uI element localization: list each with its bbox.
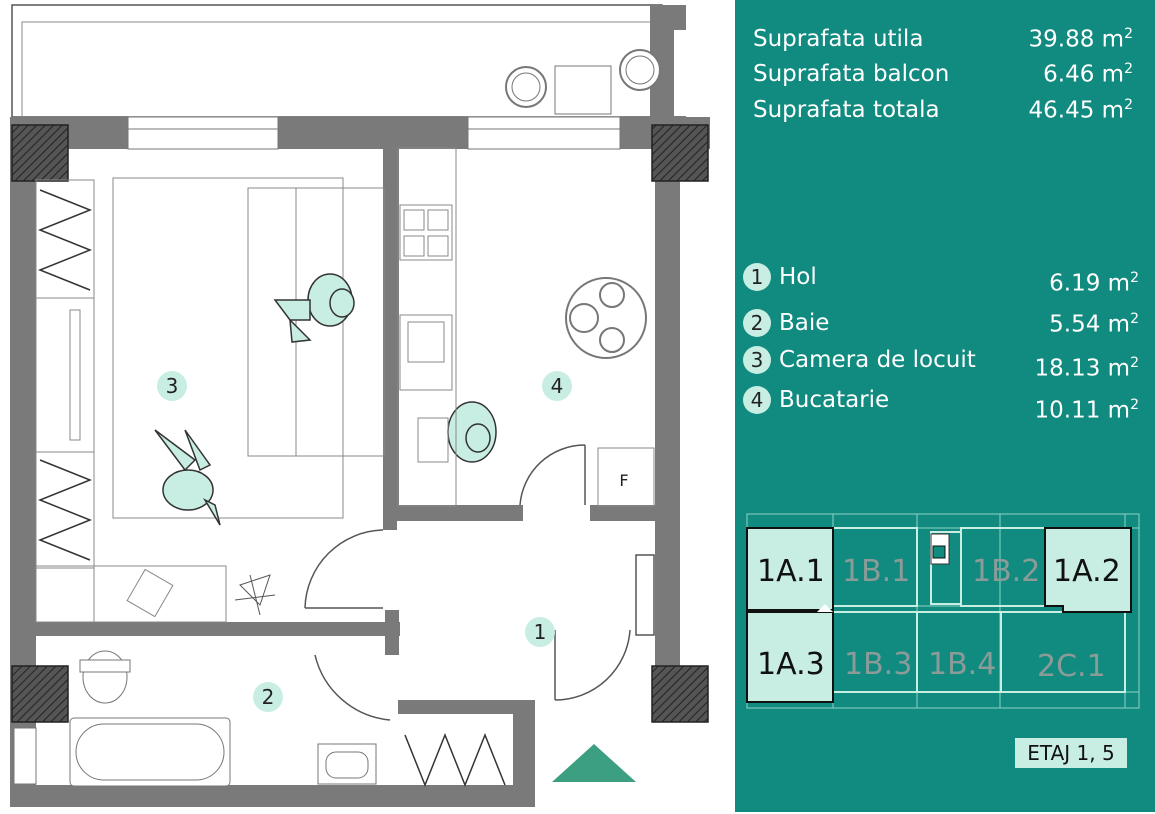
room-markers: 3 4 1 2 F: [157, 371, 629, 712]
shelving: [37, 189, 506, 788]
kitchen-furniture: [397, 147, 655, 507]
pillars: [11, 124, 709, 723]
info-panel: Suprafata utila 39.88 m2 Suprafata balco…: [735, 0, 1155, 812]
room-value-2: 5.54 m2: [1049, 311, 1139, 338]
area-label: Suprafata totala: [753, 97, 940, 123]
room-number-badge: 4: [743, 386, 771, 414]
floor-plan: 3 4 1 2 F: [10, 4, 710, 807]
area-row-totala: Suprafata totala: [753, 97, 940, 123]
room-marker-2-label: 2: [262, 685, 275, 709]
room-number-badge: 3: [743, 346, 771, 374]
unit-label: 2C.1: [1037, 649, 1106, 684]
balcony: [11, 4, 686, 119]
unit-label: 1B.4: [928, 647, 997, 682]
room-marker-3: [157, 371, 187, 401]
area-row-utila: Suprafata utila: [753, 26, 923, 52]
people-figures: [154, 273, 497, 526]
unit-label: 1A.3: [757, 647, 825, 682]
room-marker-4-label: 4: [551, 374, 564, 398]
area-value-totala: 46.45 m2: [1028, 97, 1133, 124]
windows: [127, 116, 621, 150]
area-label: Suprafata utila: [753, 26, 924, 52]
walls: [10, 117, 710, 807]
room-marker-1: [525, 617, 555, 647]
fridge-label: F: [619, 471, 628, 490]
room-marker-2: [253, 682, 283, 712]
unit-label: 1B.1: [842, 554, 911, 589]
room-marker-3-label: 3: [166, 374, 179, 398]
room-number-badge: 2: [743, 309, 771, 337]
room-value-1: 6.19 m2: [1049, 270, 1139, 297]
room-marker-1-label: 1: [534, 620, 547, 644]
unit-label: 1B.2: [972, 554, 1041, 589]
unit-1A2: [1044, 527, 1132, 613]
area-label: Suprafata balcon: [753, 61, 950, 87]
unit-marker-icon: [817, 604, 833, 612]
room-value-3: 18.13 m2: [1034, 355, 1139, 382]
room-number-badge: 1: [743, 263, 771, 291]
unit-1A1: [746, 527, 834, 611]
area-row-balcon: Suprafata balcon: [753, 61, 949, 87]
unit-label: 1B.3: [844, 647, 913, 682]
room-value-4: 10.11 m2: [1034, 397, 1139, 424]
doors: [304, 444, 655, 721]
entrance-arrow-icon: [552, 744, 636, 782]
key-plan: [746, 513, 1140, 709]
floor-label: ETAJ 1, 5: [1015, 738, 1127, 768]
unit-1A3: [746, 611, 834, 703]
unit-label: 1A.2: [1053, 554, 1121, 589]
area-value-balcon: 6.46 m2: [1043, 61, 1133, 88]
area-value-utila: 39.88 m2: [1028, 26, 1133, 53]
living-room-furniture: [35, 177, 385, 623]
bathroom-fixtures: [13, 650, 377, 787]
room-marker-4: [542, 371, 572, 401]
unit-label: 1A.1: [757, 554, 825, 589]
